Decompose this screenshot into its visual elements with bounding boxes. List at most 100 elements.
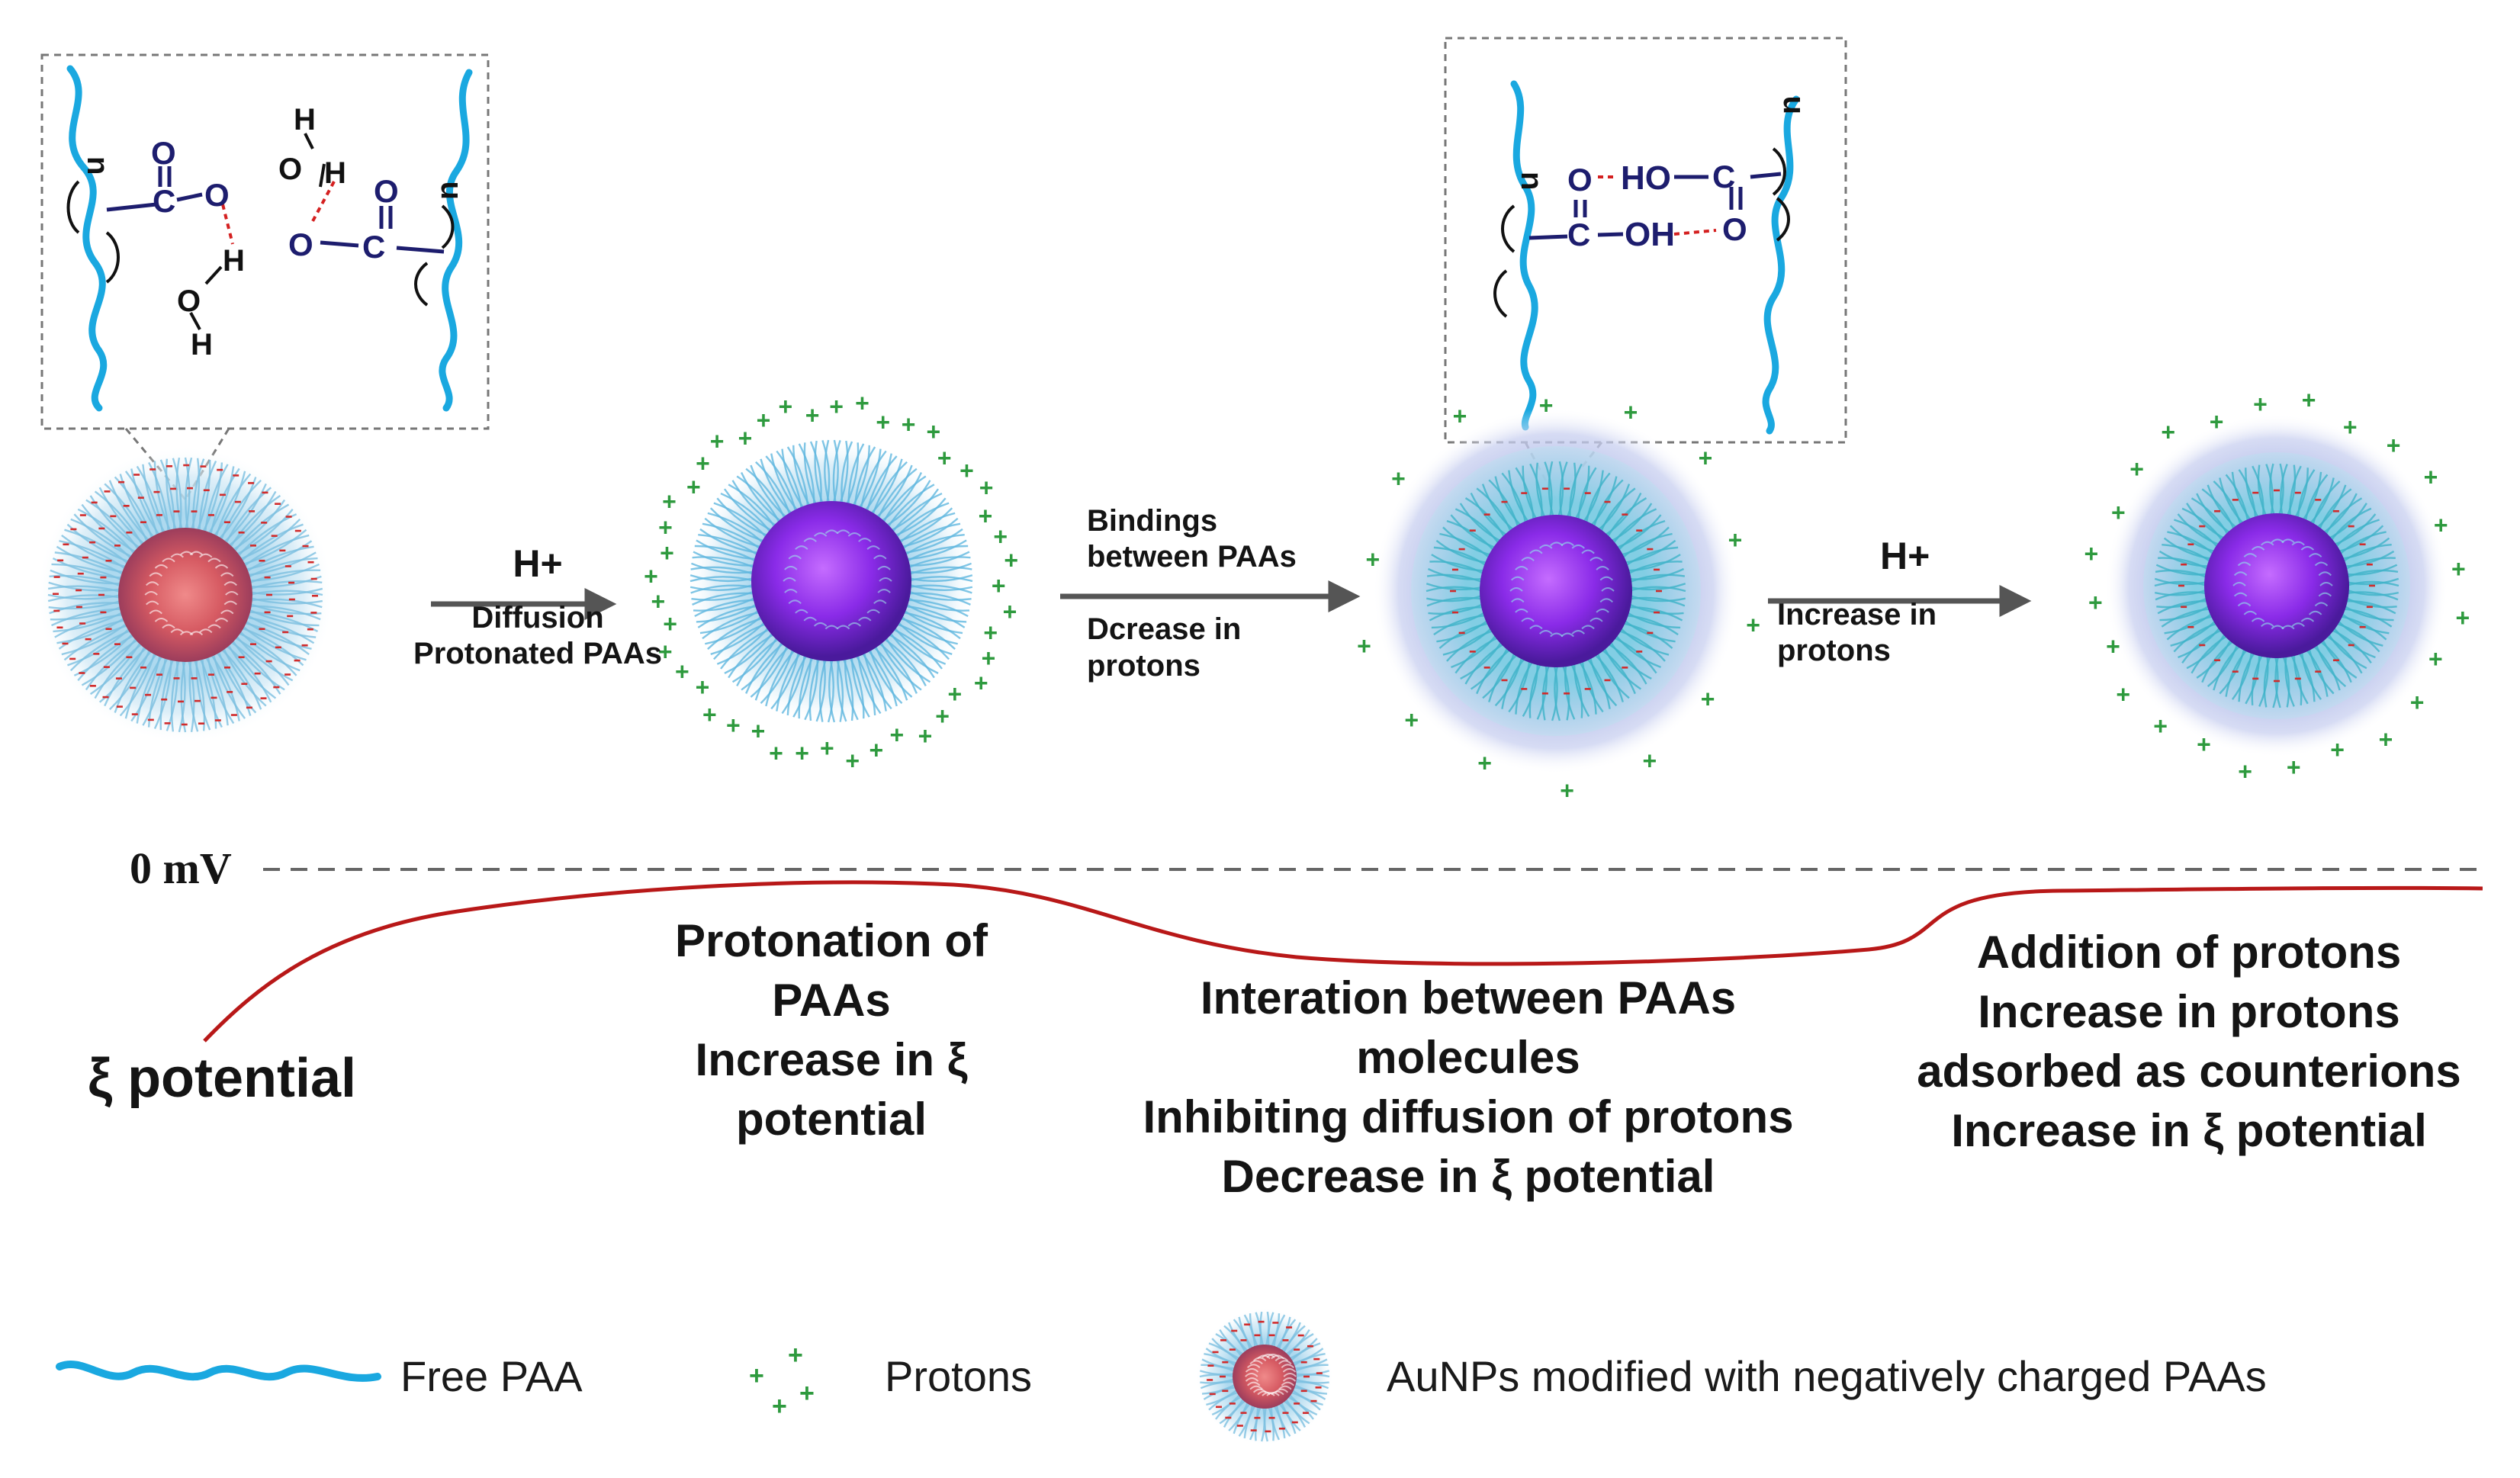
svg-text:+: + <box>799 1379 815 1408</box>
svg-text:+: + <box>983 619 998 646</box>
svg-text:+: + <box>890 721 905 749</box>
svg-text:+: + <box>937 444 952 471</box>
svg-text:+: + <box>696 449 710 477</box>
paa-chain-left-2 <box>1510 80 1538 431</box>
legend-protons-label: Protons <box>885 1352 1032 1400</box>
stage2-line4: Decrease in ξ potential <box>1221 1151 1715 1202</box>
svg-text:+: + <box>2287 753 2301 781</box>
svg-text:+: + <box>845 747 860 774</box>
svg-text:+: + <box>979 474 994 501</box>
svg-text:+: + <box>2330 736 2345 763</box>
svg-text:+: + <box>1642 747 1657 775</box>
svg-text:+: + <box>2153 712 2168 740</box>
svg-text:+: + <box>702 701 717 728</box>
inset1-repeat-right: n <box>431 182 464 200</box>
step3-increase: Increase in <box>1777 598 1937 631</box>
inset2-O-a: O <box>1567 162 1593 198</box>
svg-text:+: + <box>974 670 988 697</box>
step3-protons: protons <box>1777 634 1891 668</box>
step1-hplus: H+ <box>513 542 563 585</box>
svg-text:+: + <box>2424 463 2438 490</box>
svg-text:+: + <box>2302 387 2316 414</box>
svg-text:+: + <box>2116 681 2130 708</box>
svg-text:+: + <box>820 734 834 762</box>
particle-stage-3: ++++++++++++++++++++++++ <box>2084 387 2470 786</box>
legend-particle <box>1196 1308 1333 1445</box>
svg-text:+: + <box>2434 512 2448 539</box>
svg-text:+: + <box>1357 632 1371 660</box>
paa-chain-right-2 <box>1762 95 1800 435</box>
legend-aunps-label: AuNPs modified with negatively charged P… <box>1387 1352 2267 1400</box>
svg-text:+: + <box>2455 604 2470 631</box>
svg-text:+: + <box>918 722 933 750</box>
svg-text:+: + <box>935 702 950 730</box>
svg-text:+: + <box>738 425 753 452</box>
stage1-description: Protonation of PAAs Increase in ξ potent… <box>595 911 1068 1149</box>
particle-stage-0 <box>37 446 334 744</box>
inset1-O-left: O <box>204 177 230 213</box>
svg-text:+: + <box>1004 547 1018 574</box>
svg-text:+: + <box>749 1361 764 1390</box>
step2-between: between PAAs <box>1087 540 1297 574</box>
inset1-O-top: O <box>151 135 176 171</box>
paa-chain-left <box>66 65 108 412</box>
svg-text:+: + <box>2253 390 2268 418</box>
svg-text:+: + <box>1003 598 1017 625</box>
legend-protons-icon: + + + + <box>749 1341 815 1421</box>
stage3-description: Addition of protons Increase in protons … <box>1861 923 2517 1161</box>
svg-text:+: + <box>757 406 771 434</box>
svg-text:+: + <box>751 718 766 745</box>
stage1-line1: Protonation of <box>675 915 988 966</box>
step2-bindings: Bindings <box>1087 504 1218 538</box>
svg-text:+: + <box>1624 399 1638 426</box>
inset2-C-bottom: C <box>1567 217 1590 252</box>
svg-text:+: + <box>1701 686 1715 713</box>
step1-diffusion: Diffusion <box>471 601 604 635</box>
svg-text:+: + <box>769 739 783 766</box>
svg-text:+: + <box>2129 455 2144 483</box>
stage2-line1: Interation between PAAs <box>1200 972 1737 1023</box>
stage1-line2: PAAs <box>772 975 891 1026</box>
paa-chain-right <box>439 69 473 412</box>
inset1-repeat-left: n <box>81 156 114 175</box>
svg-text:+: + <box>959 457 974 484</box>
step2-protons: protons <box>1087 648 1201 683</box>
zeta-curve <box>203 880 2483 1043</box>
svg-text:+: + <box>855 389 869 416</box>
inset1-O-right: O <box>288 227 313 262</box>
inset1-H-4: H <box>324 156 346 190</box>
stage3-line4: Increase in ξ potential <box>1951 1105 2427 1156</box>
svg-text:+: + <box>644 563 658 590</box>
svg-text:+: + <box>1391 465 1406 493</box>
inset2-C-top: C <box>1712 159 1735 194</box>
svg-text:+: + <box>710 428 725 455</box>
svg-text:+: + <box>686 474 701 501</box>
step2-decrease: Dcrease in <box>1087 612 1242 647</box>
svg-text:+: + <box>2161 418 2175 445</box>
svg-text:+: + <box>979 502 993 529</box>
inset1-C-left: C <box>153 183 175 219</box>
svg-text:+: + <box>1477 749 1492 776</box>
svg-text:+: + <box>795 740 809 767</box>
svg-text:+: + <box>992 572 1006 599</box>
svg-text:+: + <box>660 539 674 567</box>
svg-text:+: + <box>948 680 963 708</box>
stage3-line2: Increase in protons <box>1978 986 2400 1037</box>
inset2-O-b: O <box>1722 211 1747 247</box>
svg-text:+: + <box>2197 731 2211 758</box>
legend: + + + + <box>56 1308 1333 1445</box>
svg-text:+: + <box>2379 726 2393 753</box>
svg-text:+: + <box>902 410 916 438</box>
stage2-description: Interation between PAAs molecules Inhibi… <box>1068 969 1869 1206</box>
svg-text:+: + <box>772 1392 787 1421</box>
inset1-H-3: H <box>294 103 316 137</box>
svg-text:+: + <box>662 488 677 516</box>
inset2-OH: OH <box>1625 216 1675 253</box>
svg-text:+: + <box>2088 589 2103 616</box>
svg-text:+: + <box>1366 546 1381 574</box>
svg-text:+: + <box>2428 645 2443 673</box>
inset1-H-1: H <box>223 244 245 278</box>
step2-label: Bindings between PAAs Dcrease in protons <box>1087 503 1369 684</box>
particle-stage-2: ++++++++++++++ <box>1357 391 1760 804</box>
svg-text:+: + <box>2410 689 2425 716</box>
